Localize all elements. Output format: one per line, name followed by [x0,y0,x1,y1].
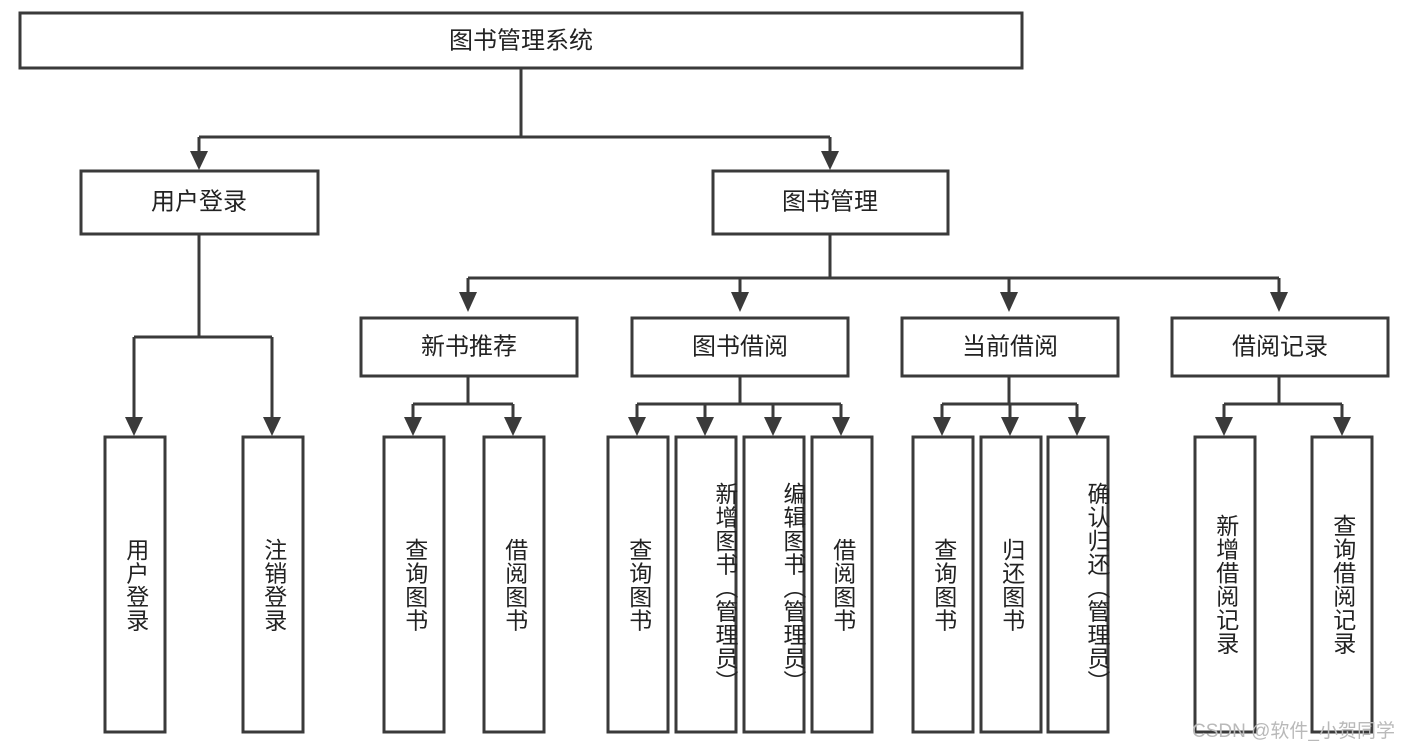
arrow-currentborrow-leaf-3 [1068,417,1086,436]
arrow-bookmgmt-child-2 [731,292,749,312]
node-label-book-borrow: 图书借阅 [692,333,788,360]
node-label-book-management-system: 图书管理系统 [449,27,593,54]
arrow-bookborrow-leaf-3 [764,417,782,436]
arrow-newbooks-leaf-1 [404,417,422,436]
watermark-text: CSDN @软件_小贺同学 [1192,721,1395,742]
node-book-management[interactable]: 图书管理 [711,169,950,236]
leafbox-bookborrow-query[interactable] [606,435,670,734]
node-label-user-login: 用户登录 [151,188,247,215]
node-label-book-management: 图书管理 [782,188,878,215]
leafbox-currentborrow-confirm[interactable] [1046,435,1110,734]
leafbox-bookborrow-borrow[interactable] [810,435,874,734]
leafbox-records-query[interactable] [1310,435,1374,734]
arrow-root-to-book-mgmt [821,151,839,170]
arrow-bookmgmt-child-1 [459,292,477,312]
leafbox-user-login-logout[interactable] [241,435,305,734]
leafbox-newbooks-query[interactable] [382,435,446,734]
arrow-userlogin-child-1 [125,417,143,436]
node-current-borrow[interactable]: 当前借阅 [900,316,1120,378]
leafbox-currentborrow-return[interactable] [979,435,1043,734]
node-user-login[interactable]: 用户登录 [79,169,320,236]
arrow-borrowrecords-leaf-2 [1333,417,1351,436]
arrow-bookborrow-leaf-1 [628,417,646,436]
leafbox-records-add[interactable] [1193,435,1257,734]
node-new-book-recommend[interactable]: 新书推荐 [359,316,579,378]
arrow-bookborrow-leaf-2 [696,417,714,436]
arrow-bookmgmt-child-4 [1270,292,1288,312]
arrow-currentborrow-leaf-1 [933,417,951,436]
node-book-management-system[interactable]: 图书管理系统 [18,11,1024,70]
leafbox-bookborrow-add[interactable] [674,435,738,734]
node-label-current-borrow: 当前借阅 [962,333,1058,360]
arrow-userlogin-child-2 [263,417,281,436]
leafbox-user-login-login[interactable] [103,435,167,734]
arrow-root-to-user-login [190,151,208,170]
node-book-borrow[interactable]: 图书借阅 [630,316,850,378]
node-borrow-records[interactable]: 借阅记录 [1170,316,1390,378]
leafbox-bookborrow-edit[interactable] [742,435,806,734]
leafbox-currentborrow-query[interactable] [911,435,975,734]
arrow-newbooks-leaf-2 [504,417,522,436]
node-label-borrow-records: 借阅记录 [1232,333,1328,360]
connector-group [125,68,1351,436]
arrow-bookmgmt-child-3 [1000,292,1018,312]
node-label-new-book-recommend: 新书推荐 [421,333,517,360]
leafbox-newbooks-borrow[interactable] [482,435,546,734]
arrow-bookborrow-leaf-4 [832,417,850,436]
arrow-currentborrow-leaf-2 [1001,417,1019,436]
arrow-borrowrecords-leaf-1 [1215,417,1233,436]
